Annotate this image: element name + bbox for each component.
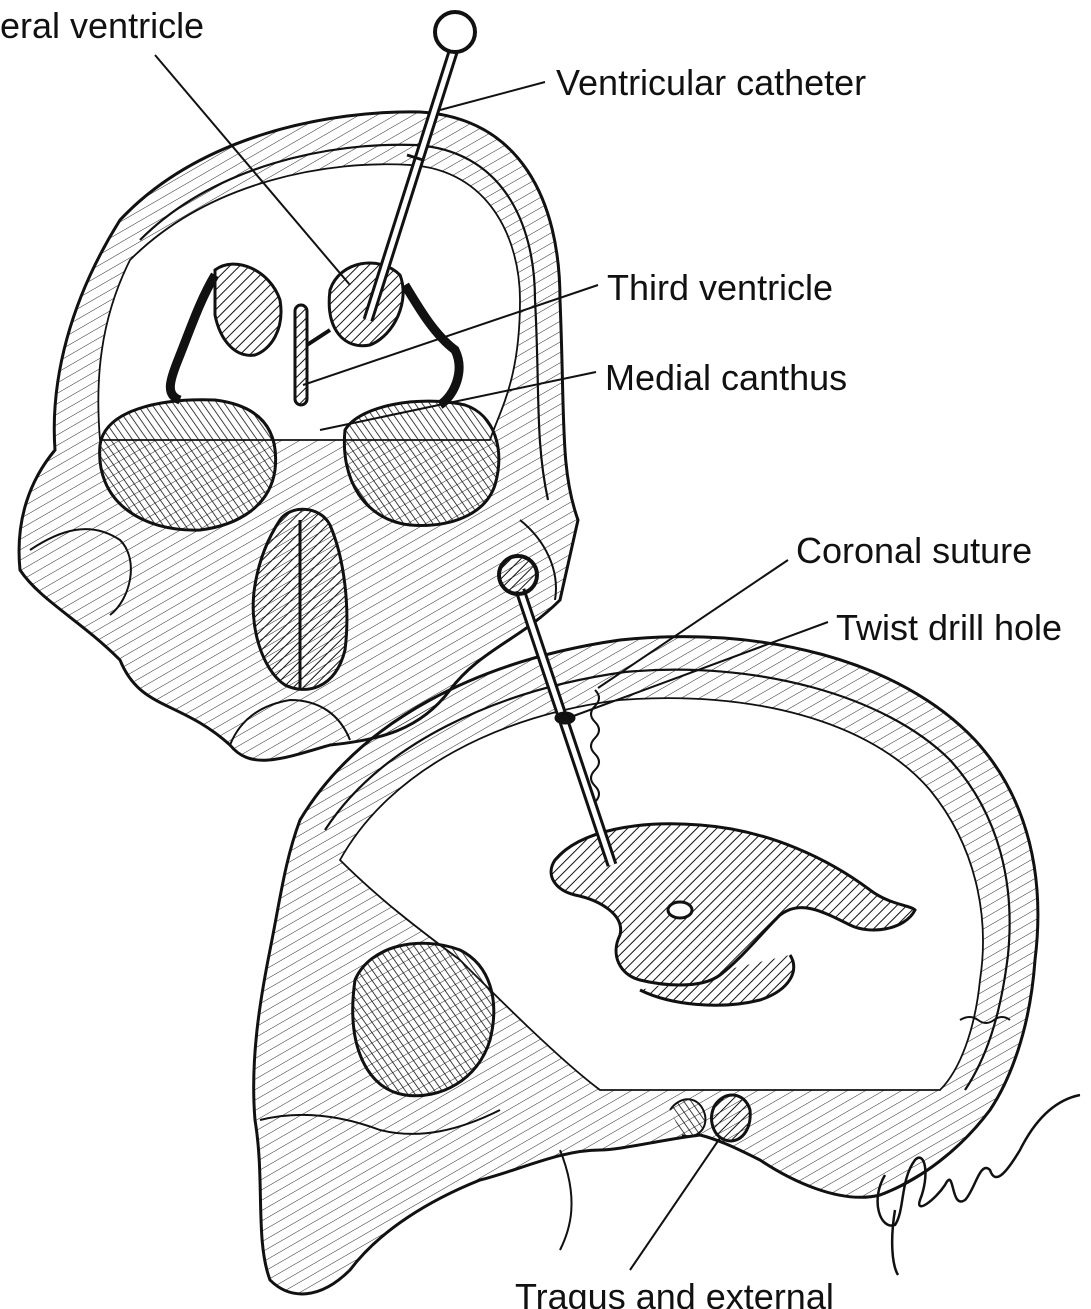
label-medial-canthus: Medial canthus <box>605 357 847 398</box>
label-twist-drill-hole: Twist drill hole <box>836 607 1062 648</box>
label-third-ventricle: Third ventricle <box>607 267 833 308</box>
label-ventricular-catheter: Ventricular catheter <box>556 62 866 103</box>
leader-tragus <box>630 1138 720 1270</box>
catheter-front-handle <box>435 12 475 52</box>
twist-drill-hole-mark <box>556 713 574 723</box>
label-tragus: Tragus and external <box>515 1276 834 1309</box>
external-ear-canal <box>712 1095 751 1141</box>
front-orbit-left <box>100 400 276 530</box>
leader-ventricular-catheter <box>440 82 545 110</box>
label-coronal-suture: Coronal suture <box>796 530 1032 571</box>
front-skull <box>19 112 578 760</box>
catheter-lateral-handle <box>499 556 537 594</box>
lateral-orbit <box>353 943 494 1096</box>
label-lateral-ventricle: eral ventricle <box>0 5 204 46</box>
front-third-ventricle <box>295 305 307 405</box>
